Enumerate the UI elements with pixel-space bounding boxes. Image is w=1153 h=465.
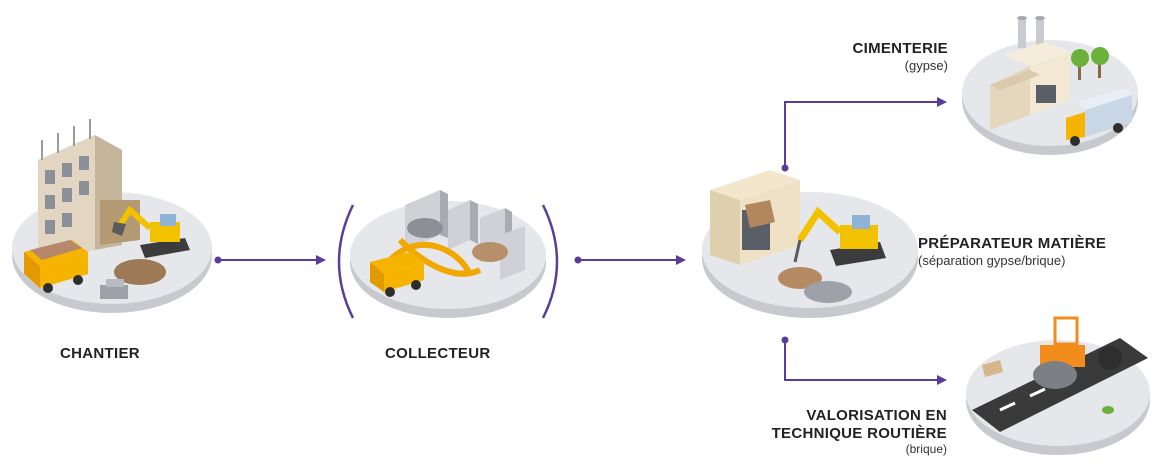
arrow-preparateur-valorisation [781, 336, 947, 385]
arrow-preparateur-cimenterie [781, 97, 947, 172]
tree-icon [1071, 47, 1109, 80]
gypsum-pile-icon [804, 281, 852, 303]
collecteur-label: COLLECTEUR [385, 345, 491, 362]
valorisation-label-group: VALORISATION EN TECHNIQUE ROUTIÈRE (briq… [772, 407, 947, 456]
excavator-icon [112, 205, 190, 258]
left-bracket [337, 204, 355, 319]
right-bracket [541, 204, 559, 319]
concrete-blocks-icon [100, 279, 128, 299]
chantier-label: CHANTIER [60, 345, 140, 362]
cement-factory-icon [990, 16, 1070, 130]
preparateur-illustration [702, 170, 918, 318]
arrow-collecteur-preparateur [574, 255, 686, 265]
valorisation-label-line2: TECHNIQUE ROUTIÈRE [771, 425, 947, 442]
cimenterie-label-group: CIMENTERIE (gypse) [852, 40, 948, 74]
gypsum-flow-icon [387, 241, 473, 277]
shrub-icon [1102, 406, 1114, 414]
sorting-excavator-icon [793, 206, 886, 266]
valorisation-sublabel: (brique) [905, 442, 947, 456]
dump-truck-icon [24, 240, 88, 293]
collector-truck-icon [370, 252, 424, 297]
road-roller-icon [1033, 316, 1122, 389]
sorting-bays-icon [405, 190, 525, 280]
cimenterie-illustration [962, 16, 1138, 155]
brick-flow-icon [397, 237, 482, 277]
debris-pile-icon [114, 259, 166, 285]
cimenterie-sublabel: (gypse) [904, 58, 948, 73]
preparateur-label: PRÉPARATEUR MATIÈRE [918, 235, 1107, 252]
brick-material-icon [982, 360, 1003, 377]
preparateur-sublabel: (séparation gypse/brique) [918, 253, 1066, 268]
collecteur-illustration [337, 190, 559, 319]
valorisation-label-line1: VALORISATION EN [806, 407, 947, 424]
delivery-truck-icon [1066, 88, 1132, 146]
brick-pile-icon [778, 267, 822, 289]
cimenterie-label: CIMENTERIE [852, 40, 948, 57]
arrow-chantier-collecteur [214, 255, 326, 265]
preparateur-label-group: PRÉPARATEUR MATIÈRE (séparation gypse/br… [918, 235, 1106, 269]
building-under-construction-icon [38, 119, 140, 260]
processing-plant-icon [710, 170, 800, 265]
valorisation-illustration [966, 316, 1150, 455]
chantier-illustration [12, 119, 212, 313]
